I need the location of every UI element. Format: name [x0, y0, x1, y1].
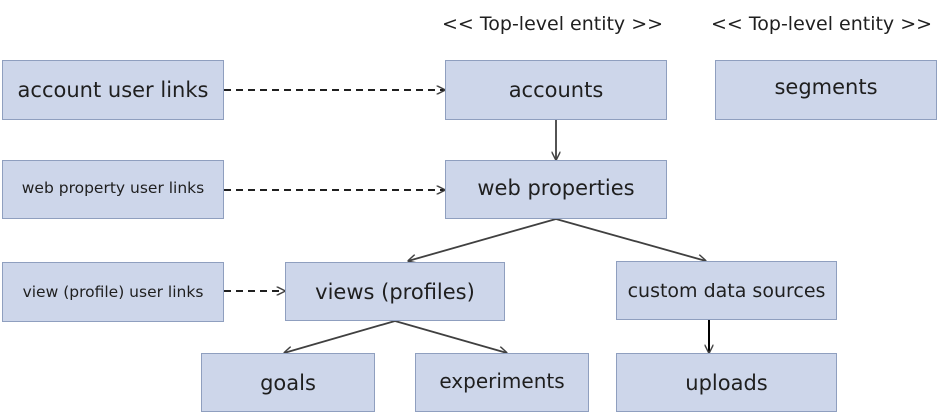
uploads-box: uploads: [616, 353, 837, 412]
custom-data-sources-box: custom data sources: [616, 261, 837, 320]
edge-web-properties-to-views: [408, 218, 557, 261]
accounts-box: accounts: [445, 60, 667, 120]
edge-web-properties-to-custom-data-sources: [555, 218, 706, 261]
accounts-stereotype-label: << Top-level entity >>: [442, 13, 664, 35]
experiments-box: experiments: [415, 353, 589, 412]
segments-stereotype-label: << Top-level entity >>: [711, 13, 933, 35]
edge-views-to-experiments: [394, 320, 507, 353]
web-property-user-links-box: web property user links: [2, 160, 224, 219]
segments-box: segments: [715, 60, 937, 120]
view-profile-user-links-box: view (profile) user links: [2, 262, 224, 322]
account-user-links-box: account user links: [2, 60, 224, 120]
views-profiles-box: views (profiles): [285, 262, 505, 321]
edge-views-to-goals: [284, 320, 396, 353]
goals-box: goals: [201, 353, 375, 412]
web-properties-box: web properties: [445, 160, 667, 219]
